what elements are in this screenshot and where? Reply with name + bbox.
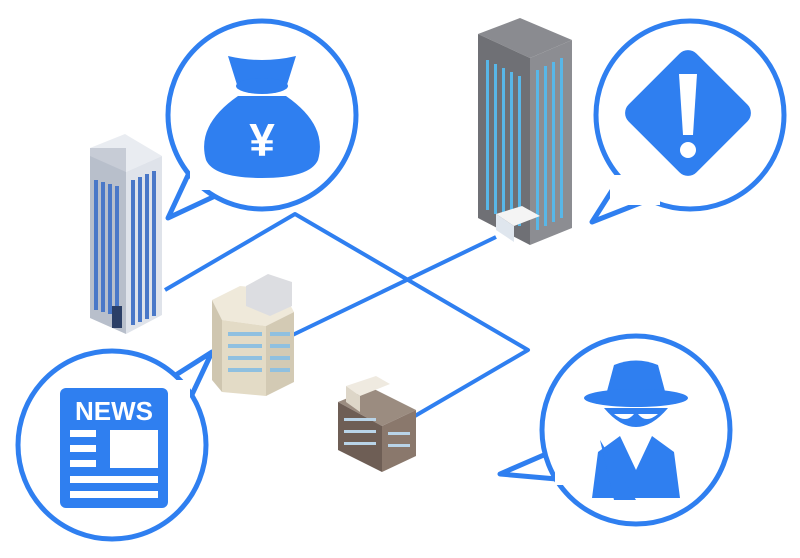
newspaper-icon: NEWS: [60, 388, 168, 508]
small-brown-building: [338, 376, 416, 472]
connection-line-tower-to-brown: [163, 212, 530, 422]
blue-glass-tower: [90, 134, 162, 334]
gray-office-tower: [478, 18, 572, 245]
warning-diamond-icon: [625, 50, 751, 176]
beige-octagonal-building: [212, 274, 294, 396]
spy-bubble: [497, 333, 733, 527]
money-bubble: ¥: [165, 18, 359, 221]
yen-symbol: ¥: [249, 114, 275, 166]
warning-bubble: [589, 18, 787, 225]
connection-lines: [163, 212, 530, 422]
connection-line-office-to-beige: [277, 235, 497, 344]
spy-icon: [584, 360, 688, 500]
money-bag-yen-icon: ¥: [204, 56, 320, 178]
news-headline: NEWS: [75, 396, 153, 426]
news-bubble: NEWS: [15, 348, 215, 542]
